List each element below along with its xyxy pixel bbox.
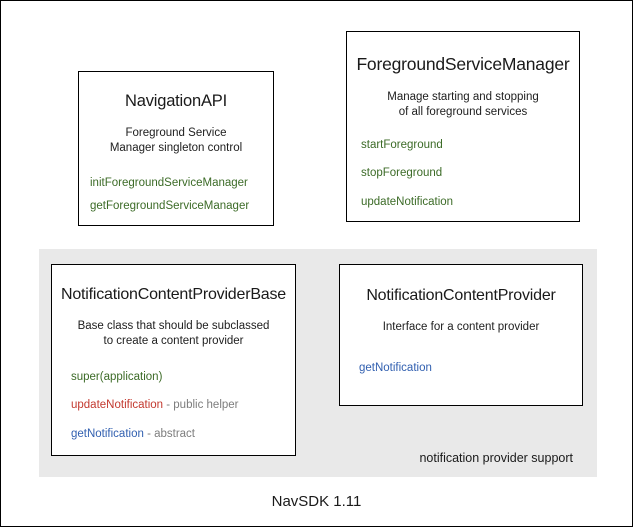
class-description-notification-content-provider-base: Base class that should be subclassed to … — [52, 319, 295, 349]
member-note: - public helper — [163, 399, 239, 412]
description-line: Foreground Service — [125, 127, 227, 139]
description-line: to create a content provider — [103, 334, 244, 347]
member-list-foreground-service-manager: startForeground stopForeground updateNot… — [347, 138, 579, 211]
class-box-navigation-api[interactable]: NavigationAPI Foreground Service Manager… — [78, 71, 274, 226]
description-line: Manage starting and stopping — [387, 91, 539, 103]
class-box-notification-content-provider[interactable]: NotificationContentProvider Interface fo… — [339, 264, 583, 406]
member-row[interactable]: updateNotification — [361, 195, 579, 211]
member-list-navigation-api: initForegroundServiceManager getForegrou… — [79, 176, 273, 215]
member-row[interactable]: getForegroundServiceManager — [90, 199, 273, 215]
class-title-foreground-service-manager: ForegroundServiceManager — [356, 54, 570, 74]
class-title-notification-content-provider: NotificationContentProvider — [366, 287, 556, 304]
diagram-footer-label: NavSDK 1.11 — [271, 493, 362, 510]
member-note: - abstract — [143, 427, 196, 440]
member-name: updateNotification — [361, 195, 454, 208]
member-name: updateNotification — [71, 399, 164, 412]
member-name: getForegroundServiceManager — [90, 200, 250, 213]
member-name: getNotification — [359, 361, 432, 374]
member-row[interactable]: startForeground — [361, 138, 579, 154]
description-line: Manager singleton control — [109, 141, 243, 154]
member-name: startForeground — [361, 138, 443, 151]
class-title-navigation-api: NavigationAPI — [125, 92, 227, 110]
description-line: of all foreground services — [398, 105, 528, 118]
member-list-notification-content-provider-base: super(application) updateNotification - … — [52, 370, 295, 443]
class-description-navigation-api: Foreground Service Manager singleton con… — [79, 126, 273, 156]
member-row[interactable]: super(application) — [71, 370, 295, 386]
member-name: initForegroundServiceManager — [90, 176, 248, 189]
member-name: getNotification — [71, 427, 144, 440]
class-title-notification-content-provider-base: NotificationContentProviderBase — [60, 286, 287, 303]
member-name: stopForeground — [361, 167, 443, 180]
class-description-foreground-service-manager: Manage starting and stopping of all fore… — [347, 90, 579, 120]
description-line: Interface for a content provider — [382, 321, 540, 333]
class-box-notification-content-provider-base[interactable]: NotificationContentProviderBase Base cla… — [51, 264, 296, 456]
member-row[interactable]: getNotification — [359, 361, 582, 377]
member-list-notification-content-provider: getNotification — [340, 361, 582, 377]
class-box-foreground-service-manager[interactable]: ForegroundServiceManager Manage starting… — [346, 31, 580, 222]
class-description-notification-content-provider: Interface for a content provider — [340, 320, 582, 335]
member-row[interactable]: getNotification - abstract — [71, 427, 295, 443]
member-row[interactable]: stopForeground — [361, 166, 579, 182]
description-line: Base class that should be subclassed — [77, 320, 270, 332]
member-name: super(application) — [71, 370, 163, 383]
group-panel-caption: notification provider support — [419, 451, 573, 465]
member-row[interactable]: updateNotification - public helper — [71, 398, 295, 414]
member-row[interactable]: initForegroundServiceManager — [90, 176, 273, 192]
